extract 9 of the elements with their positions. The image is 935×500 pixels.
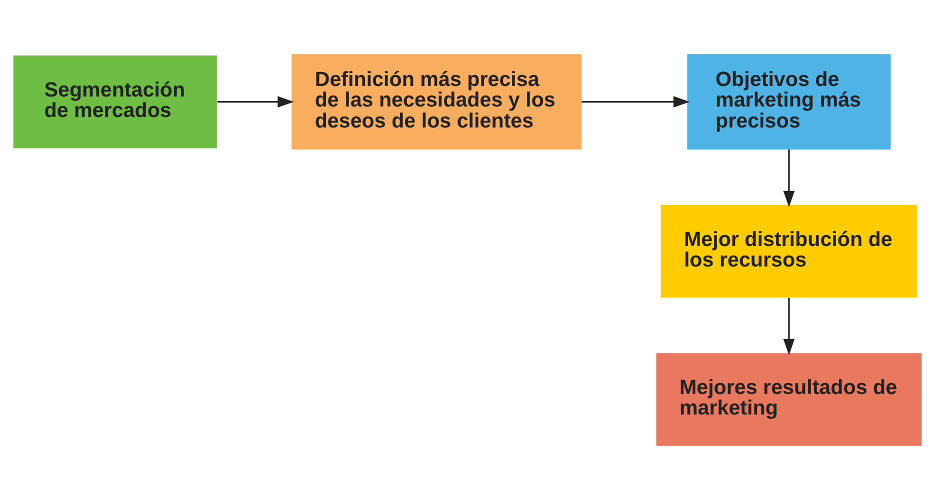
arrow: [217, 96, 294, 108]
node-box: Mejor distribución de los recursos: [660, 204, 918, 298]
node-box: Definición más precisa de las necesidades y los deseos de los clientes: [292, 54, 582, 150]
arrow: [783, 298, 795, 356]
node-box: Objetivos de marketing más precisos: [687, 54, 891, 150]
node-box: Segmentación de mercados: [13, 55, 217, 148]
arrow: [582, 96, 690, 108]
arrow: [783, 150, 795, 208]
node-box: Mejores resultados de marketing: [656, 353, 922, 446]
